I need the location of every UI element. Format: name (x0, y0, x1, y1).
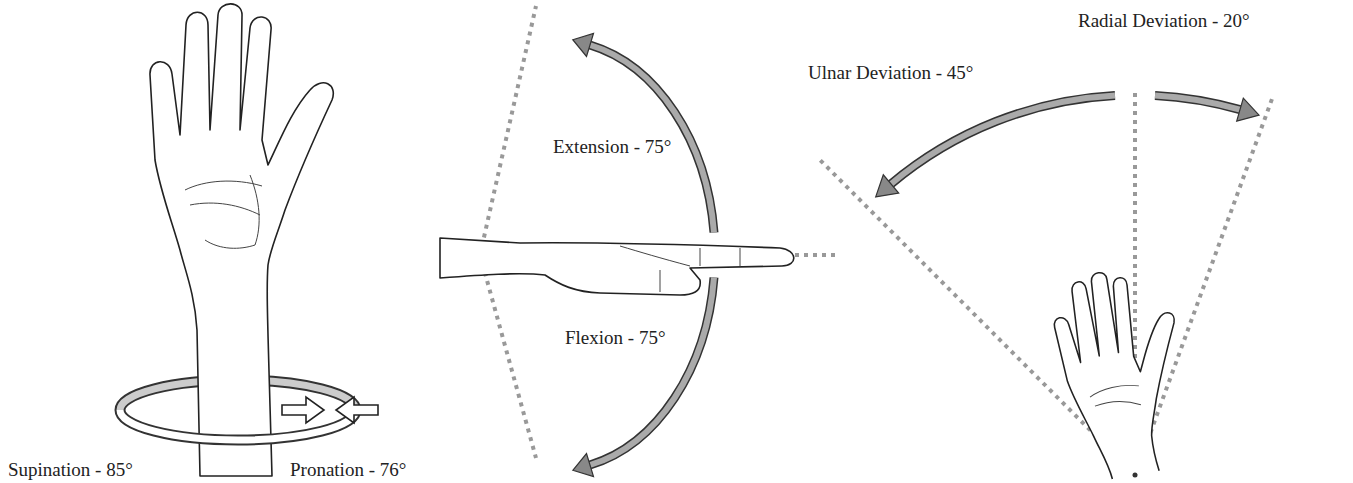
radial-arrowhead (1237, 98, 1259, 121)
rotation-ring-front-fill (120, 410, 356, 440)
angle-label: Extension - 75° (553, 136, 671, 158)
angle-label: Supination - 85° (8, 459, 133, 481)
angle-label: Radial Deviation - 20° (1078, 10, 1250, 32)
pivot-dot (1133, 473, 1138, 478)
extension-limit-line (480, 6, 536, 255)
angle-label: Flexion - 75° (565, 327, 665, 349)
palm-creases (185, 175, 262, 248)
palm-creases (1089, 383, 1142, 413)
supination-arrow (282, 397, 324, 423)
hand-outline (1047, 261, 1200, 483)
radial-arc-fill (1155, 96, 1240, 110)
ulnar-arc-fill (891, 96, 1115, 185)
hand-palm-view (150, 4, 333, 476)
radial-limit-line (1135, 99, 1272, 475)
ulnar-arc (891, 96, 1115, 185)
flexion-arc (590, 278, 714, 466)
flexion-arc-fill (590, 278, 714, 466)
pronation-arrow (336, 397, 378, 423)
extension-arrowhead (573, 34, 594, 57)
hand-deviation-view (1047, 261, 1200, 483)
ulnar-arrowhead (876, 175, 899, 197)
flexion-arrowhead (573, 454, 594, 477)
angle-label: Pronation - 76° (290, 459, 406, 481)
finger-joints (620, 246, 740, 292)
radial-arc (1155, 96, 1240, 110)
angle-label: Ulnar Deviation - 45° (808, 62, 973, 84)
hand-side-view (440, 238, 794, 295)
flexion-limit-line (480, 255, 536, 458)
rotation-ring-front (120, 410, 356, 440)
